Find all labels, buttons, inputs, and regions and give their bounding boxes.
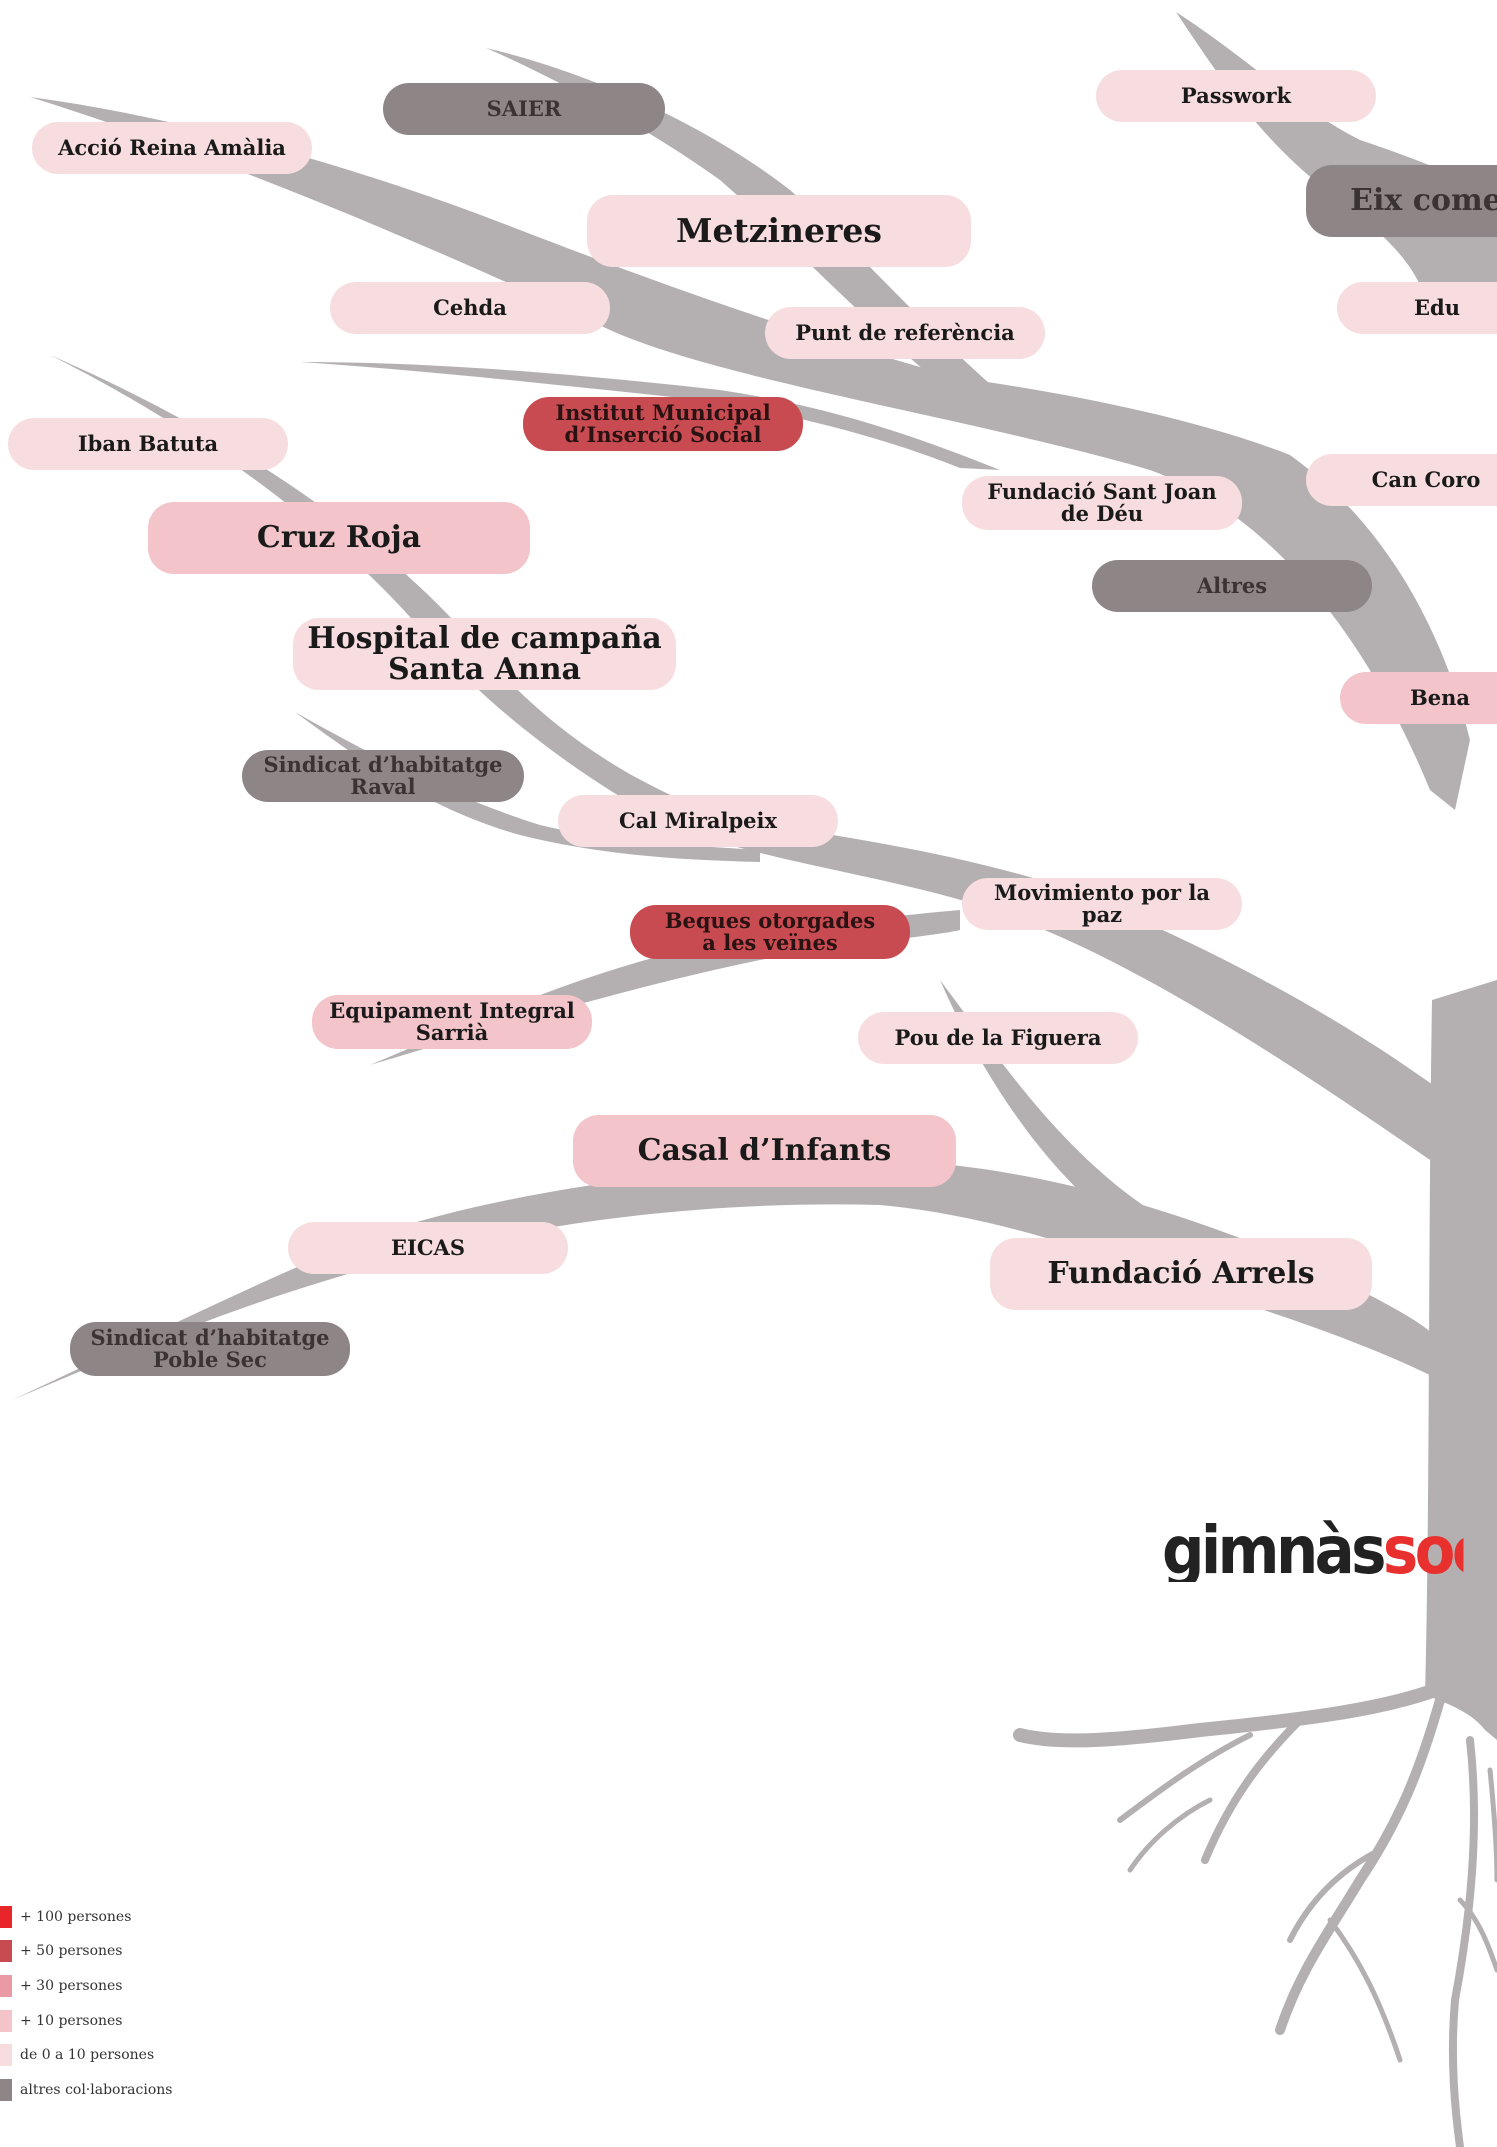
- legend-item: + 50 persones: [0, 1939, 122, 1963]
- branch-main-upper: [30, 97, 1470, 810]
- branch-lower: [12, 1160, 1440, 1400]
- node-punt-de-referencia: Punt de referència: [765, 307, 1045, 359]
- node-hospital-de-campana: Hospital de campaña Santa Anna: [293, 618, 676, 690]
- node-equipament-integral-sarria: Equipament Integral Sarrià: [312, 995, 592, 1049]
- node-cal-miralpeix: Cal Miralpeix: [558, 795, 838, 847]
- legend-swatch: [0, 2079, 12, 2101]
- node-iban-batuta: Iban Batuta: [8, 418, 288, 470]
- node-passwork: Passwork: [1096, 70, 1376, 122]
- node-fundacio-sant-joan-de-deu: Fundació Sant Joan de Déu: [962, 476, 1242, 530]
- node-eix-comercial: Eix come: [1306, 165, 1497, 237]
- node-institut-municipal: Institut Municipal d’Inserció Social: [523, 397, 803, 451]
- branch-inner-left: [300, 362, 1000, 470]
- node-can-coro: Can Coro: [1306, 454, 1497, 506]
- node-cehda: Cehda: [330, 282, 610, 334]
- node-casal-dinfants: Casal d’Infants: [573, 1115, 956, 1187]
- legend-label: + 10 persones: [20, 2013, 123, 2029]
- roots: [1013, 1683, 1497, 2147]
- legend-label: de 0 a 10 persones: [20, 2047, 155, 2063]
- gimnas-social-logo: gimnàssoci: [1162, 1512, 1464, 1582]
- node-pou-de-la-figuera: Pou de la Figuera: [858, 1012, 1138, 1064]
- legend-item: de 0 a 10 persones: [0, 2043, 154, 2067]
- branch-sindicat-raval: [295, 712, 760, 862]
- node-sindicat-raval: Sindicat d’habitatge Raval: [242, 750, 524, 802]
- logo-part-2: soci: [1382, 1512, 1464, 1582]
- node-edu: Edu: [1337, 282, 1497, 334]
- node-altres: Altres: [1092, 560, 1372, 612]
- node-cruz-roja: Cruz Roja: [148, 502, 530, 574]
- node-fundacio-arrels: Fundació Arrels: [990, 1238, 1372, 1310]
- node-bena: Bena: [1340, 672, 1497, 724]
- node-metzineres: Metzineres: [587, 195, 971, 267]
- legend-label: + 100 persones: [20, 1909, 132, 1925]
- tree-trunk: [1425, 980, 1497, 1740]
- node-accio-reina-amalia: Acció Reina Amàlia: [32, 122, 312, 174]
- logo-part-1: gimnàs: [1162, 1512, 1387, 1582]
- legend-item: + 30 persones: [0, 1974, 122, 1998]
- legend-swatch: [0, 2044, 12, 2066]
- node-movimiento-por-la-paz: Movimiento por la paz: [962, 878, 1242, 930]
- legend-label: + 50 persones: [20, 1943, 123, 1959]
- legend-swatch: [0, 1906, 12, 1928]
- node-eicas: EICAS: [288, 1222, 568, 1274]
- legend-item: altres col·laboracions: [0, 2078, 172, 2102]
- legend-swatch: [0, 2010, 12, 2032]
- legend-label: altres col·laboracions: [20, 2082, 173, 2098]
- legend-swatch: [0, 1975, 12, 1997]
- legend-swatch: [0, 1940, 12, 1962]
- node-saier: SAIER: [383, 83, 665, 135]
- legend-label: + 30 persones: [20, 1978, 123, 1994]
- node-beques-otorgades: Beques otorgades a les veïnes: [630, 905, 910, 959]
- legend-item: + 10 persones: [0, 2009, 122, 2033]
- node-sindicat-poble-sec: Sindicat d’habitatge Poble Sec: [70, 1322, 350, 1376]
- legend-item: + 100 persones: [0, 1905, 131, 1929]
